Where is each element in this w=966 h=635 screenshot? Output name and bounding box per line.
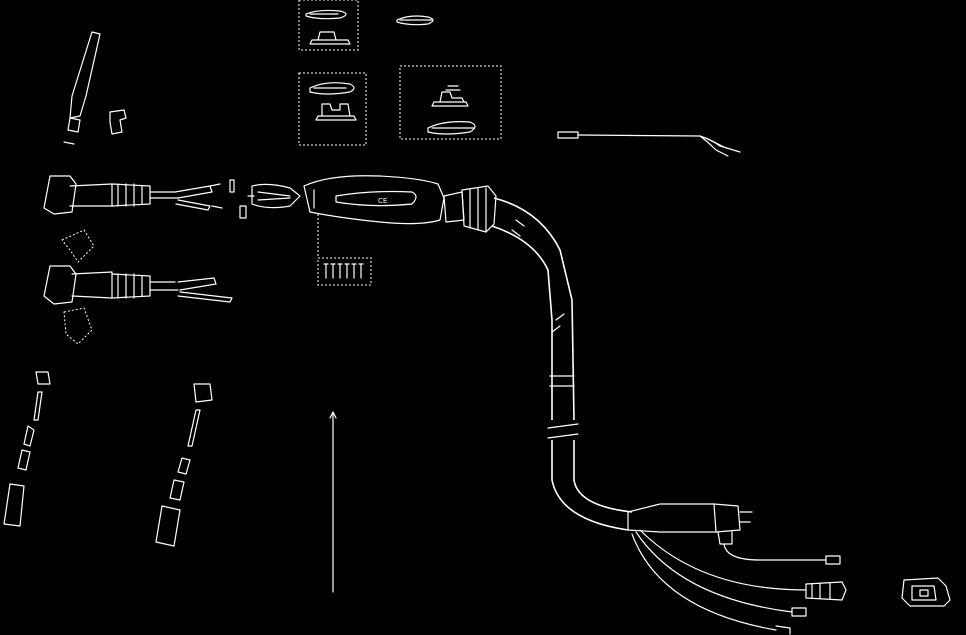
screws-box: [317, 257, 372, 286]
handle-label: CE: [378, 197, 387, 205]
cable-connector-nut: [443, 185, 497, 233]
torch-handle: CE: [303, 175, 445, 225]
cable-hose: [491, 197, 633, 531]
collet-body-small: [109, 109, 127, 135]
plug-connector: [805, 581, 847, 601]
torch-head-lower: [43, 229, 233, 345]
adapter-fitting: [901, 577, 951, 607]
rear-connector-assembly: [627, 503, 753, 545]
parts-box-middle-left: [298, 72, 367, 146]
collet-insert: [247, 183, 301, 209]
long-back-cap: [63, 31, 101, 145]
torch-head-upper: [43, 175, 247, 219]
collet-set-right: [155, 383, 213, 547]
vertical-leader-line: [329, 411, 337, 593]
switch-cable: [557, 131, 741, 157]
cup-part: [396, 15, 434, 26]
parts-box-top: [298, 0, 359, 51]
collet-set-left: [3, 371, 51, 527]
parts-box-middle-right: [399, 65, 502, 140]
control-cables: [631, 529, 841, 635]
